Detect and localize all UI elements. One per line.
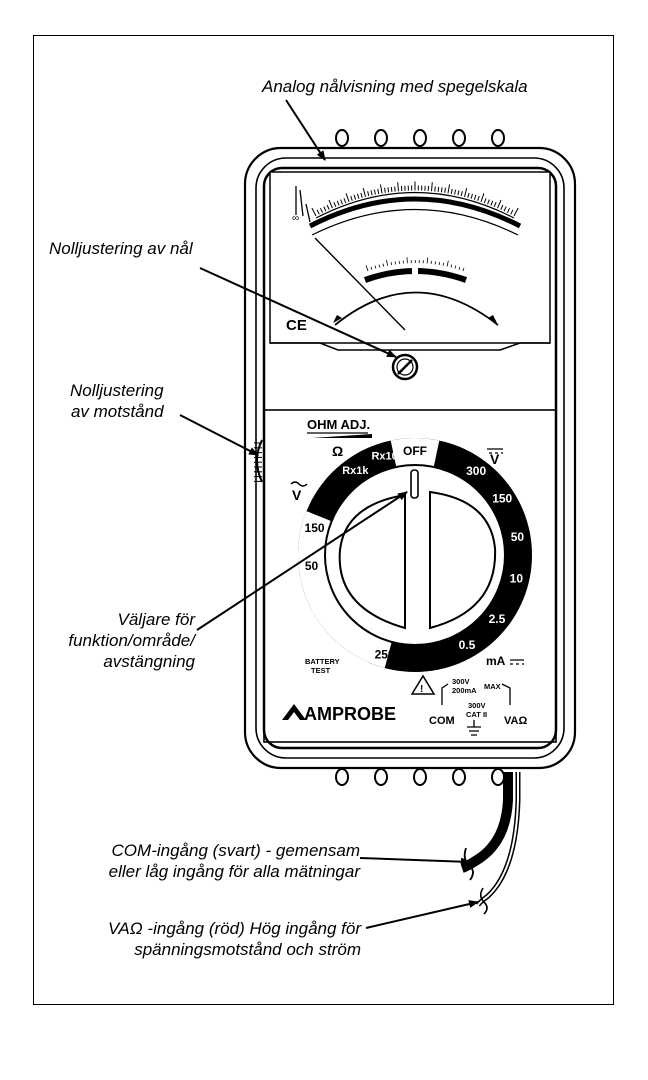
dc-symbol xyxy=(487,448,503,454)
main-scale-ticks xyxy=(311,181,519,217)
dial-label-9[interactable]: 1.5V xyxy=(337,630,360,642)
dial-labels: OFF30015050102.50.5102501.5V9V50150300Rx… xyxy=(305,444,525,666)
figure-frame xyxy=(33,35,614,1005)
dial-label-2[interactable]: 150 xyxy=(492,491,512,505)
battery-scale-ticks xyxy=(365,257,465,272)
dial-ring-white-top xyxy=(390,438,440,467)
inner-case xyxy=(255,157,565,759)
warning-mark: ! xyxy=(420,684,423,695)
cat-voltage: 300V xyxy=(468,701,486,710)
dial-label-5[interactable]: 2.5 xyxy=(489,612,506,626)
dial-label-12[interactable]: 150 xyxy=(305,521,325,535)
callout-analog-text: Analog nålvisning med spegelskala xyxy=(262,77,528,96)
callout-selector-line-1: Väljare för xyxy=(117,610,195,629)
rating-max: MAX xyxy=(484,682,501,691)
leader-arrows xyxy=(179,99,479,929)
battery-test-label-2: TEST xyxy=(311,666,331,675)
brand-logo-icon xyxy=(282,704,306,720)
dial-label-6[interactable]: 0.5 xyxy=(459,638,476,652)
dial-label-3[interactable]: 50 xyxy=(511,530,525,544)
cat-rating: CAT II xyxy=(466,710,487,719)
callout-needle-zero-text: Nolljustering av nål xyxy=(49,239,193,258)
brand-name: AMPROBE xyxy=(304,704,396,724)
cable-break-mark-2 xyxy=(479,887,488,915)
va-jack-label: VAΩ xyxy=(504,715,527,727)
dial-label-7[interactable]: 10 xyxy=(417,652,431,666)
callout-va-input-line-1: VAΩ -ingång (röd) Hög ingång för xyxy=(108,919,361,938)
callout-selector-line-2: funktion/område/ xyxy=(68,631,195,650)
infinity-mark: ∞ xyxy=(292,213,299,224)
dial-label-0[interactable]: OFF xyxy=(403,444,427,458)
callout-com-input-line-2: eller låg ingång för alla mätningar xyxy=(108,862,360,881)
ohm-adj-arrow xyxy=(312,434,372,438)
ohm-symbol: Ω xyxy=(332,443,343,459)
ohm-adj-label: OHM ADJ. xyxy=(307,417,370,432)
com-cable xyxy=(460,772,513,873)
ac-symbol xyxy=(290,481,308,487)
callout-com-input-line-1: COM-ingång (svart) - gemensam xyxy=(111,841,360,860)
front-panel xyxy=(263,409,557,743)
dial-ring-white-left xyxy=(298,511,392,669)
callout-resistance-zero: Nolljustering av motstånd xyxy=(70,380,164,422)
com-jack-label: COM xyxy=(429,715,455,727)
rating-voltage: 300V xyxy=(452,677,470,686)
mirror-band xyxy=(311,209,519,236)
callout-resistance-zero-line-1: Nolljustering xyxy=(70,381,164,400)
rating-current: 200mA xyxy=(452,686,477,695)
warning-icon xyxy=(410,674,436,695)
window-lower-edge xyxy=(270,342,550,351)
dial-label-14[interactable]: Rx1k xyxy=(342,465,369,477)
top-holes xyxy=(335,129,505,147)
callout-com-input: COM-ingång (svart) - gemensam eller låg … xyxy=(48,840,360,882)
cable-break-mark-1 xyxy=(463,847,474,881)
callout-va-input-line-2: spänningsmotstånd och ström xyxy=(134,940,361,959)
rating-bracket xyxy=(441,683,511,705)
ground-icon xyxy=(467,720,481,736)
dial-label-11[interactable]: 50 xyxy=(305,559,319,573)
dial-label-4[interactable]: 10 xyxy=(510,571,524,585)
dial-label-1[interactable]: 300 xyxy=(466,464,486,478)
dial-label-10[interactable]: 9V xyxy=(316,597,331,611)
rotary-selector[interactable] xyxy=(298,438,532,672)
ac-v-symbol: V xyxy=(292,487,302,503)
callout-selector: Väljare för funktion/område/ avstängning xyxy=(62,609,195,672)
knob-grip-right xyxy=(429,490,497,630)
dial-label-8[interactable]: 250 xyxy=(375,647,395,661)
va-cable-inner xyxy=(477,772,519,906)
knob-grip-left xyxy=(338,493,406,630)
bottom-holes xyxy=(335,768,505,786)
zero-adjust-screw[interactable] xyxy=(391,353,419,381)
ma-dc-symbol xyxy=(510,659,524,665)
knob-pointer xyxy=(410,469,419,499)
callout-resistance-zero-line-2: av motstånd xyxy=(70,402,164,421)
callout-selector-line-3: avstängning xyxy=(103,652,195,671)
ce-mark: CE xyxy=(286,317,307,334)
dial-label-15[interactable]: Rx10 xyxy=(371,451,397,463)
needle xyxy=(314,237,406,331)
callout-analog-display: Analog nålvisning med spegelskala xyxy=(262,76,528,97)
ma-dc-label: mA xyxy=(486,654,506,668)
callout-va-input: VAΩ -ingång (röd) Hög ingång för spännin… xyxy=(45,918,361,960)
scale-zero-marks xyxy=(295,186,311,223)
callout-needle-zero: Nolljustering av nål xyxy=(49,238,193,259)
battery-test-label-1: BATTERY xyxy=(305,657,340,666)
dc-v-symbol: V xyxy=(490,451,500,467)
main-scale-arc-inner xyxy=(315,192,515,219)
dial-label-13[interactable]: 300 xyxy=(320,488,340,502)
pivot-dome xyxy=(334,291,499,326)
main-scale-arc xyxy=(308,196,522,229)
